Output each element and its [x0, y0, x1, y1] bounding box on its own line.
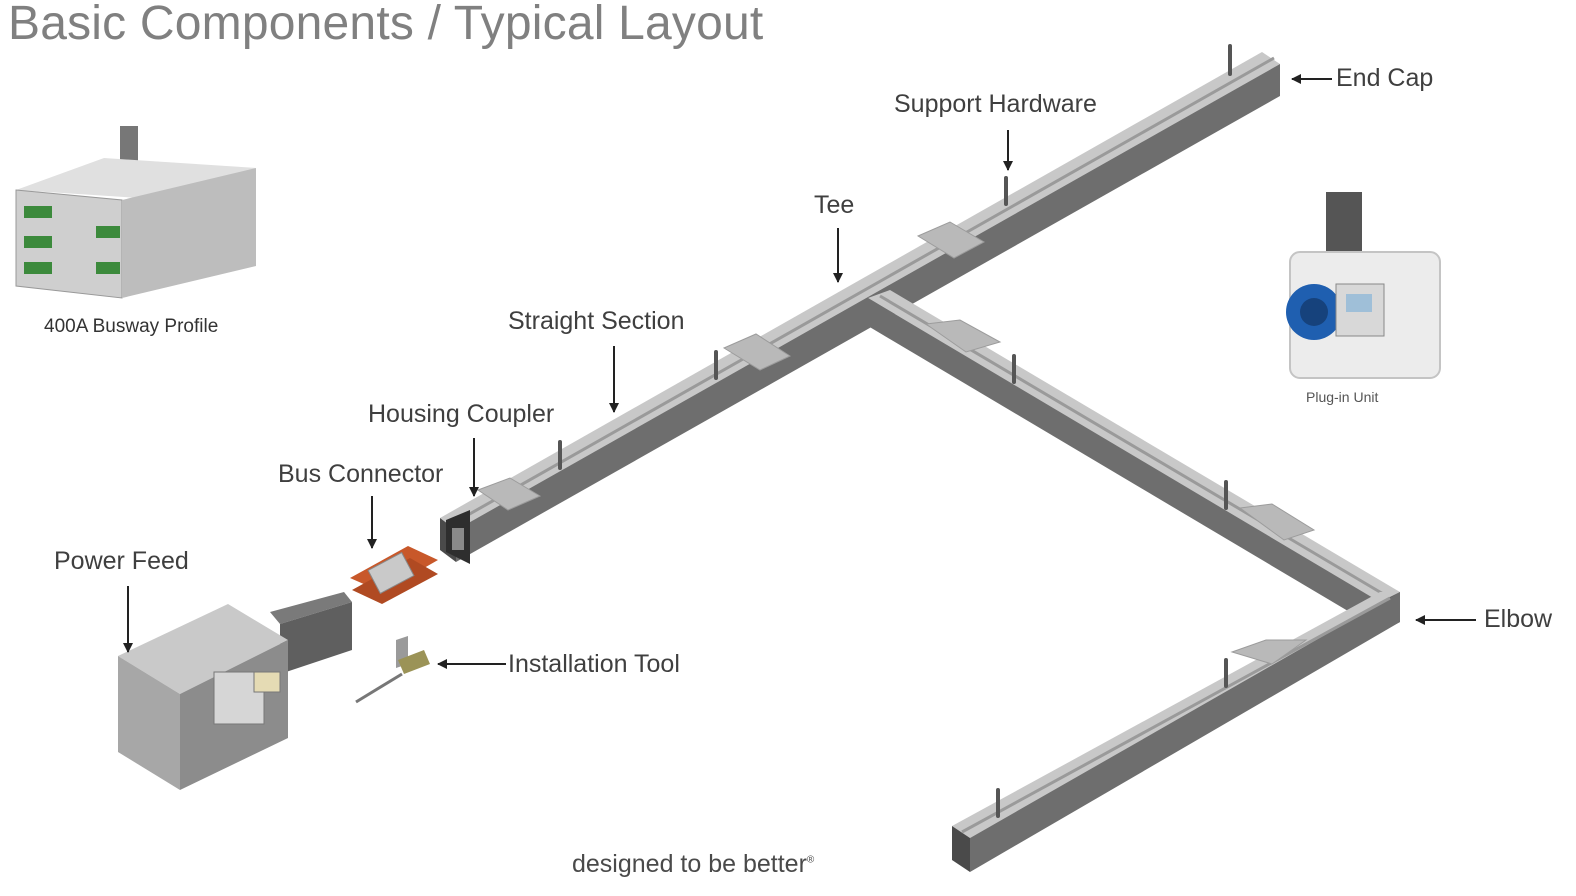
label-power-feed: Power Feed: [54, 547, 189, 575]
plug-in-unit-image: [1286, 192, 1441, 379]
label-housing-coupler: Housing Coupler: [368, 400, 555, 428]
open-end-profile: [446, 510, 470, 564]
label-bus-connector: Bus Connector: [278, 460, 444, 488]
label-support-hardware: Support Hardware: [894, 90, 1097, 118]
label-installation-tool: Installation Tool: [508, 650, 680, 678]
label-tee: Tee: [814, 191, 855, 219]
support-hanger-bolts: [558, 44, 1232, 818]
bus-connector-part: [350, 546, 438, 604]
label-straight-section: Straight Section: [508, 307, 685, 335]
housing-couplers: [476, 221, 1316, 665]
page-title: Basic Components / Typical Layout: [8, 0, 764, 50]
label-busway-profile: 400A Busway Profile: [44, 316, 219, 337]
label-plug-in-unit: Plug-in Unit: [1306, 389, 1379, 405]
installation-tool-part: [355, 636, 430, 704]
busway-profile-image: [15, 126, 256, 299]
registered-mark: ®: [806, 854, 815, 866]
elbow-run: [952, 592, 1400, 872]
brand-tagline: designed to be better®: [572, 850, 814, 879]
label-end-cap: End Cap: [1336, 64, 1434, 92]
power-feed-box: [118, 592, 352, 790]
callout-arrows: [123, 74, 1476, 669]
tagline-text: designed to be better: [572, 850, 807, 878]
label-elbow: Elbow: [1484, 605, 1553, 633]
